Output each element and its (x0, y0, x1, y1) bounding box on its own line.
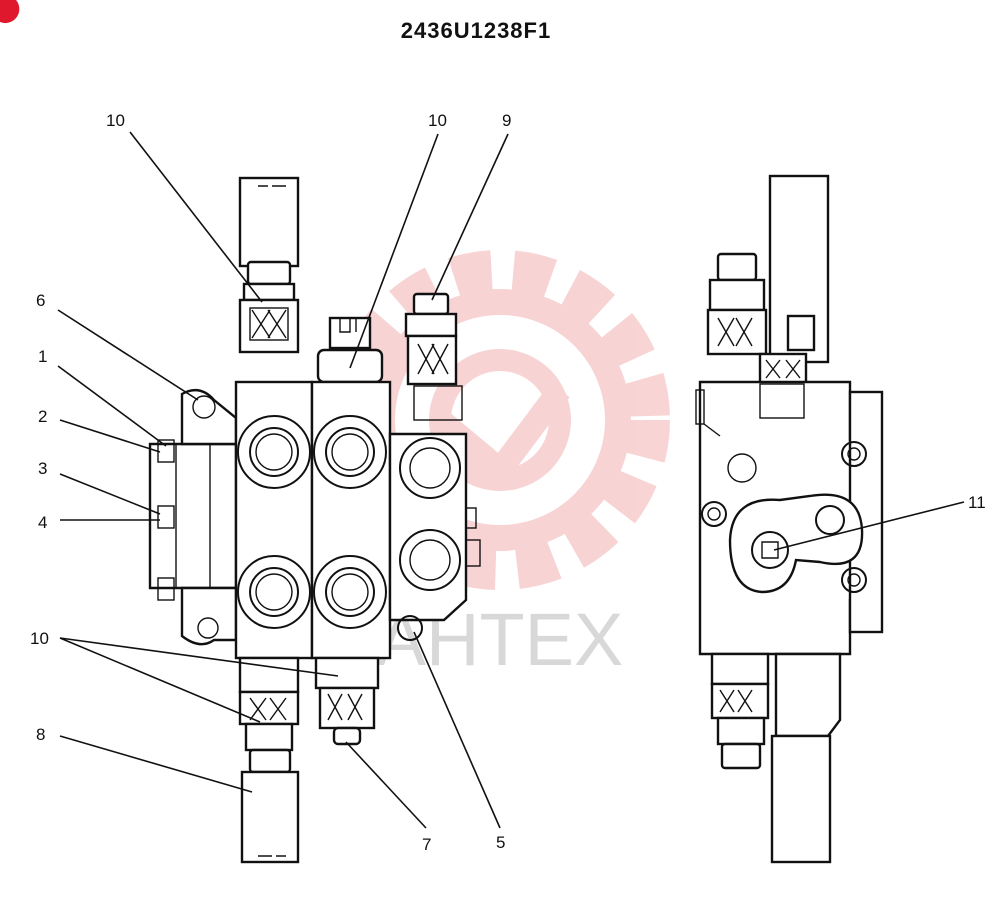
valve-side-view (695, 174, 884, 864)
callout-9: 9 (502, 111, 511, 130)
callout-4: 4 (38, 513, 47, 532)
callout-10-top-left: 10 (106, 111, 125, 130)
callout-5: 5 (496, 833, 505, 852)
callout-2: 2 (38, 407, 47, 426)
callout-10-top-middle: 10 (428, 111, 447, 130)
corner-mark (0, 0, 20, 24)
leader-lines (57, 131, 965, 829)
drawing-title: 2436U1238F1 (401, 18, 551, 43)
callout-7: 7 (422, 835, 431, 854)
callout-11: 11 (968, 493, 986, 512)
callout-1: 1 (38, 347, 47, 366)
callout-10-bottom: 10 (30, 629, 49, 648)
callout-6: 6 (36, 291, 45, 310)
callout-labels: 10 10 9 6 1 2 3 4 10 8 7 5 11 (30, 111, 986, 854)
valve-front-view (148, 176, 481, 864)
callout-3: 3 (38, 459, 47, 478)
callout-8: 8 (36, 725, 45, 744)
